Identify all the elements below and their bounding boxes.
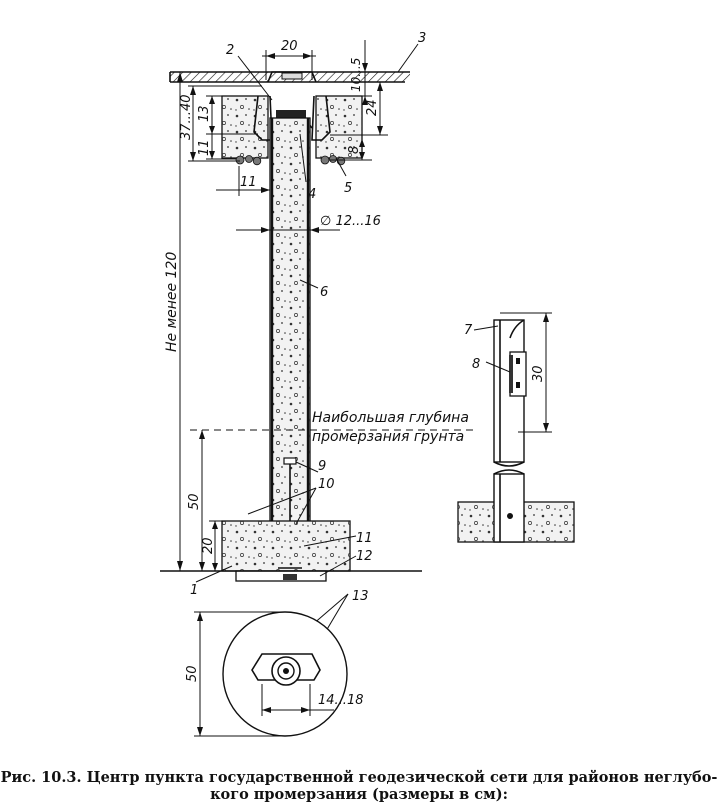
dim-37-40-label: 37...40	[179, 95, 194, 140]
callout-9: 9	[318, 459, 326, 474]
dim-8-label: 8	[347, 146, 362, 154]
labels: 20 10...5 37...40 13 11 24 8 11 ∅ 12...1…	[1, 31, 718, 803]
dim-10-5-label: 10...5	[349, 58, 363, 92]
caption-line2: кого промерзания (размеры в см):	[210, 786, 508, 803]
dim-height-label: Не менее 120	[164, 252, 180, 352]
frost-note-line2: промерзания грунта	[312, 429, 464, 445]
dim-50-plan-label: 50	[185, 665, 200, 682]
callout-13: 13	[352, 589, 369, 604]
dim-20-base-label: 20	[201, 537, 216, 554]
frost-note-line1: Наибольшая глубина	[312, 410, 469, 426]
callout-6: 6	[320, 285, 328, 300]
dim-50-frost-label: 50	[187, 493, 202, 510]
callout-2: 2	[226, 43, 234, 58]
dim-30-label: 30	[531, 365, 546, 382]
callout-10: 10	[318, 477, 335, 492]
dimension-lines	[177, 72, 340, 571]
top-cap	[267, 71, 317, 83]
pillar	[269, 117, 311, 578]
dim-diameter-label: ∅ 12...16	[320, 214, 381, 229]
callout-7: 7	[464, 323, 473, 338]
caption-line1: Рис. 10.3. Центр пункта государственной …	[1, 769, 718, 786]
callout-12: 12	[356, 549, 373, 564]
dim-top-label: 20	[281, 39, 298, 54]
dim-11-horizontal-label: 11	[240, 175, 257, 190]
dim-14-18-label: 14...18	[318, 693, 363, 708]
callout-3: 3	[418, 31, 426, 46]
callout-1: 1	[190, 583, 198, 598]
dim-11-vertical-label: 11	[197, 139, 212, 156]
dim-24-label: 24	[365, 99, 380, 116]
callout-4: 4	[308, 187, 316, 202]
dim-13-label: 13	[197, 105, 212, 122]
base-block	[221, 520, 351, 582]
callout-8: 8	[472, 357, 480, 372]
upper-concrete-block	[221, 95, 363, 166]
callout-5: 5	[344, 181, 352, 196]
callout-11: 11	[356, 531, 373, 546]
plan-view	[194, 611, 348, 737]
detail-view	[457, 312, 575, 543]
